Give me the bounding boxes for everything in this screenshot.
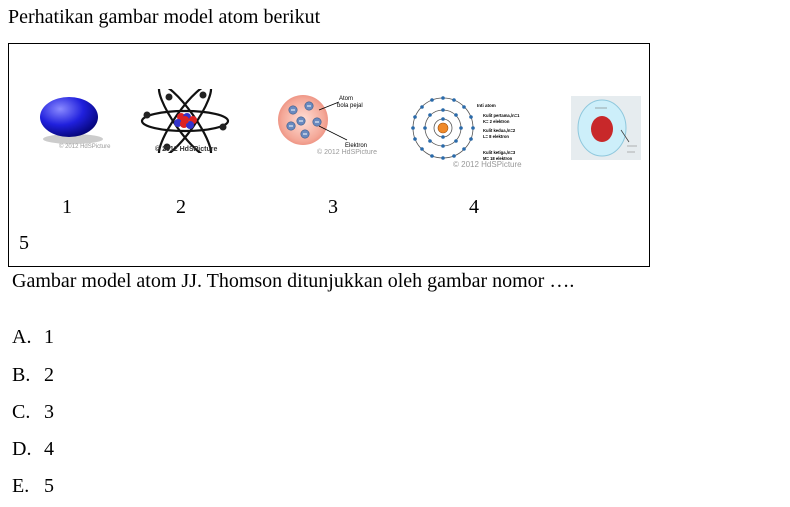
figure-number-4: 4 bbox=[469, 196, 479, 218]
thomson-atom-model-image: Atom bola pejal Elektron © 2012 HdSPictu… bbox=[278, 95, 377, 156]
option-c[interactable]: C. 3 bbox=[12, 401, 54, 424]
option-b[interactable]: B. 2 bbox=[12, 364, 54, 387]
option-b-value: 2 bbox=[44, 364, 54, 386]
fig5-atom-model-image bbox=[571, 96, 641, 160]
fig4-label-k2b: L= 8 elektron bbox=[483, 134, 509, 139]
option-b-letter: B. bbox=[12, 364, 31, 386]
fig4-label-inti: Inti atom bbox=[477, 103, 496, 108]
option-a[interactable]: A. 1 bbox=[12, 326, 54, 349]
figure-box: © 2012 HdSPicture © 2012 HdSPicture bbox=[8, 43, 650, 267]
option-a-letter: A. bbox=[12, 326, 32, 348]
fig2-watermark: © 2012 HdSPicture bbox=[155, 145, 217, 153]
fig4-label-k1a: Kulit pertama,/n=1 bbox=[483, 113, 520, 118]
option-d-value: 4 bbox=[44, 438, 54, 460]
fig3-label-bola: bola pejal bbox=[337, 103, 363, 109]
fig1-watermark: © 2012 HdSPicture bbox=[59, 143, 111, 150]
option-e-letter: E. bbox=[12, 475, 30, 497]
fig4-watermark: © 2012 HdSPicture bbox=[453, 160, 522, 169]
fig3-watermark: © 2012 HdSPicture bbox=[317, 148, 377, 156]
figure-number-5: 5 bbox=[19, 232, 29, 254]
fig4-label-k2a: Kulit kedua,/n=2 bbox=[483, 128, 516, 133]
fig3-label-atom: Atom bbox=[339, 96, 353, 102]
fig4-label-k3b: M= 18 elektron bbox=[483, 156, 513, 161]
option-e-value: 5 bbox=[44, 475, 54, 497]
option-a-value: 1 bbox=[44, 326, 54, 348]
intro-text: Perhatikan gambar model atom berikut bbox=[8, 6, 321, 28]
option-c-value: 3 bbox=[44, 401, 54, 423]
dalton-atom-model-image: © 2012 HdSPicture bbox=[40, 97, 111, 150]
rutherford-atom-model-image: © 2012 HdSPicture bbox=[140, 89, 230, 153]
figure-number-3: 3 bbox=[328, 196, 338, 218]
fig3-label-elektron: Elektron bbox=[345, 143, 367, 149]
option-c-letter: C. bbox=[12, 401, 31, 423]
option-d-letter: D. bbox=[12, 438, 32, 460]
fig4-label-k1b: K= 2 elektron bbox=[483, 119, 510, 124]
figure-number-2: 2 bbox=[176, 196, 186, 218]
fig4-label-k3a: Kulit ketiga,/n=3 bbox=[483, 150, 516, 155]
option-e[interactable]: E. 5 bbox=[12, 475, 54, 498]
bohr-atom-model-image: Inti atom Kulit pertama,/n=1 K= 2 elektr… bbox=[411, 96, 522, 169]
option-d[interactable]: D. 4 bbox=[12, 438, 54, 461]
figure-number-1: 1 bbox=[62, 196, 72, 218]
question-text: Gambar model atom JJ. Thomson ditunjukka… bbox=[12, 270, 575, 292]
